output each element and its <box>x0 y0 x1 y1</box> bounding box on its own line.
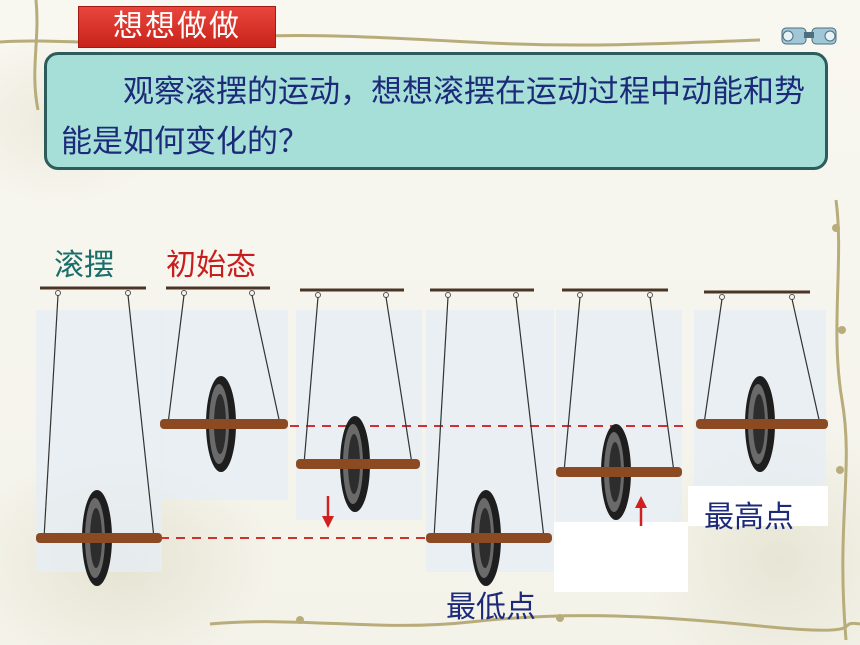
hook <box>719 294 725 300</box>
hook <box>125 290 131 296</box>
question-text: 观察滚摆的运动，想想滚摆在运动过程中动能和势能是如何变化的？ <box>61 74 805 160</box>
axle-center <box>335 459 375 469</box>
string <box>703 298 723 425</box>
string <box>167 294 185 425</box>
axle-center <box>596 467 636 477</box>
string <box>303 296 319 465</box>
string <box>251 294 281 425</box>
string <box>563 296 581 473</box>
hook <box>181 290 187 296</box>
section-tag: 想想做做 <box>78 6 276 48</box>
hook <box>445 292 451 298</box>
question-box: 观察滚摆的运动，想想滚摆在运动过程中动能和势能是如何变化的？ <box>44 52 828 170</box>
highest-point-label: 最高点 <box>704 500 794 535</box>
string <box>127 294 155 539</box>
pendulum-label: 滚摆 <box>54 248 114 283</box>
binoculars-icon <box>781 27 837 45</box>
axle-center <box>201 419 241 429</box>
hook <box>383 292 389 298</box>
string <box>515 296 545 539</box>
axle-center <box>740 419 780 429</box>
string <box>43 294 59 539</box>
hook <box>789 294 795 300</box>
hook <box>315 292 321 298</box>
white-patch <box>688 486 828 526</box>
axle-center <box>77 533 117 543</box>
hook <box>577 292 583 298</box>
hook <box>55 290 61 296</box>
up-arrow-head <box>635 496 647 508</box>
initial-state-label: 初始态 <box>166 248 256 283</box>
hook <box>513 292 519 298</box>
lowest-point-label: 最低点 <box>446 590 536 625</box>
hook <box>647 292 653 298</box>
down-arrow-head <box>322 516 334 528</box>
axle-center <box>466 533 506 543</box>
string <box>433 296 449 539</box>
white-patch <box>554 522 688 592</box>
string <box>385 296 413 465</box>
string <box>791 298 821 425</box>
string <box>649 296 675 473</box>
hook <box>249 290 255 296</box>
